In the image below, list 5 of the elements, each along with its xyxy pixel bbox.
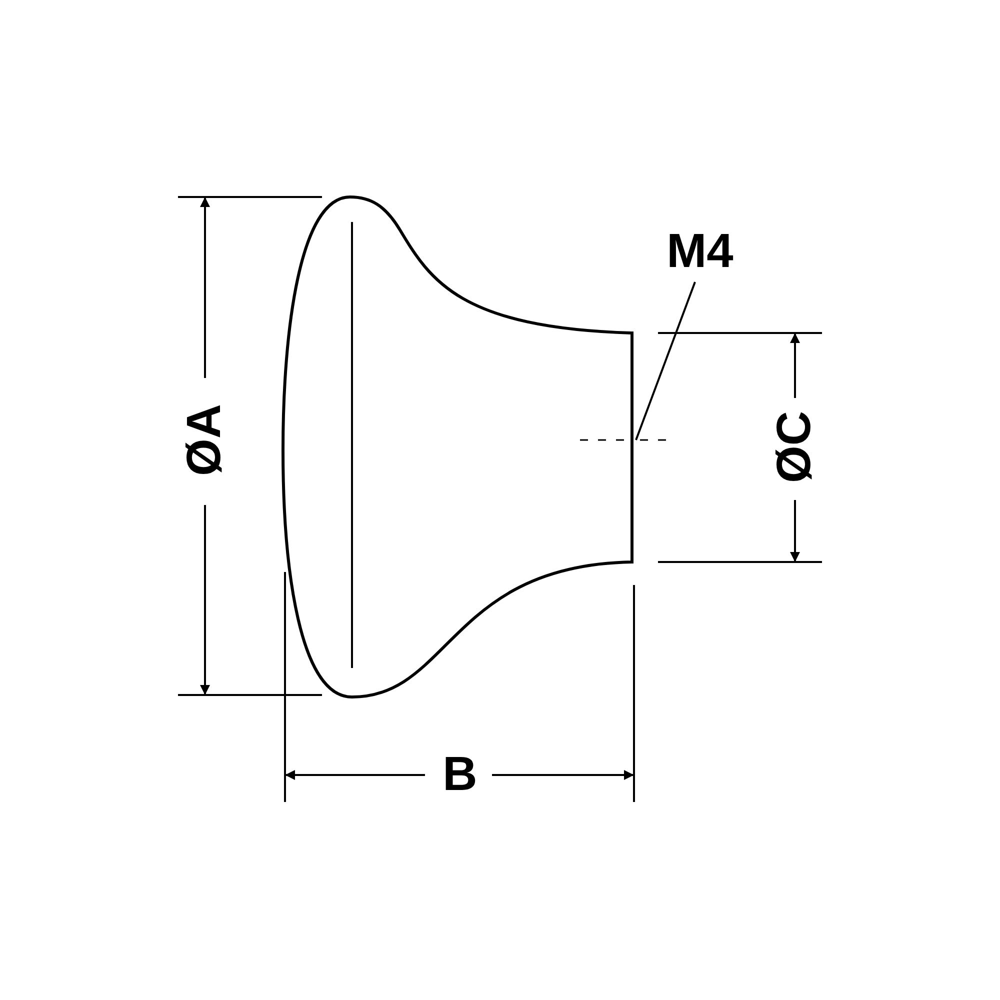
dimension-label: ØC — [767, 410, 822, 485]
leader-line — [635, 282, 696, 440]
dimension-label: B — [442, 747, 478, 803]
callout-label: M4 — [652, 222, 748, 282]
dimension-label: ØA — [177, 403, 232, 478]
